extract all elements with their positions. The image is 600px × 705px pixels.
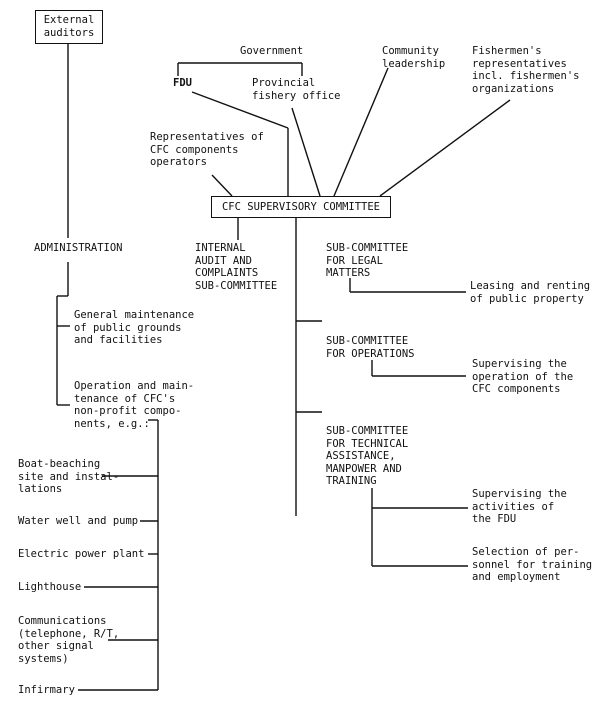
operation-maintenance-label: Operation and main- tenance of CFC's non… [74,380,195,430]
administration-label: ADMINISTRATION [34,242,123,254]
government-label: Government [240,45,304,57]
supervisory-committee-box: CFC SUPERVISORY COMMITTEE [211,196,391,218]
fishermens-representatives-label: Fishermen's representatives incl. fisher… [472,45,580,95]
connector [379,99,511,197]
community-leadership-label: Community leadership [382,45,446,70]
technical-subcommittee-label: SUB-COMMITTEE FOR TECHNICAL ASSISTANCE, … [326,425,409,487]
component-lighthouse: Lighthouse [18,581,82,593]
component-communications: Communications (telephone, R/T, other si… [18,615,120,665]
connector [333,67,389,197]
cfc-representatives-label: Representatives of CFC components operat… [150,131,264,168]
selection-personnel-label: Selection of per- sonnel for training an… [472,546,593,583]
general-maintenance-label: General maintenance of public grounds an… [74,309,195,346]
component-water-well: Water well and pump [18,515,139,527]
leasing-renting-label: Leasing and renting of public property [470,280,591,305]
connector [211,174,233,197]
fdu-label: FDU [173,77,192,89]
connector [191,91,289,129]
provincial-fishery-office-label: Provincial fishery office [252,77,341,102]
component-boat-beaching: Boat-beaching site and instal- lations [18,458,120,495]
component-infirmary: Infirmary [18,684,75,696]
legal-matters-subcommittee-label: SUB-COMMITTEE FOR LEGAL MATTERS [326,242,409,279]
supervising-operations-label: Supervising the operation of the CFC com… [472,358,574,395]
internal-audit-subcommittee-label: INTERNAL AUDIT AND COMPLAINTS SUB-COMMIT… [195,242,278,292]
connector [291,107,321,197]
operations-subcommittee-label: SUB-COMMITTEE FOR OPERATIONS [326,335,415,360]
external-auditors-box: External auditors [35,10,103,44]
component-power-plant: Electric power plant [18,548,145,560]
supervising-fdu-label: Supervising the activities of the FDU [472,488,567,525]
